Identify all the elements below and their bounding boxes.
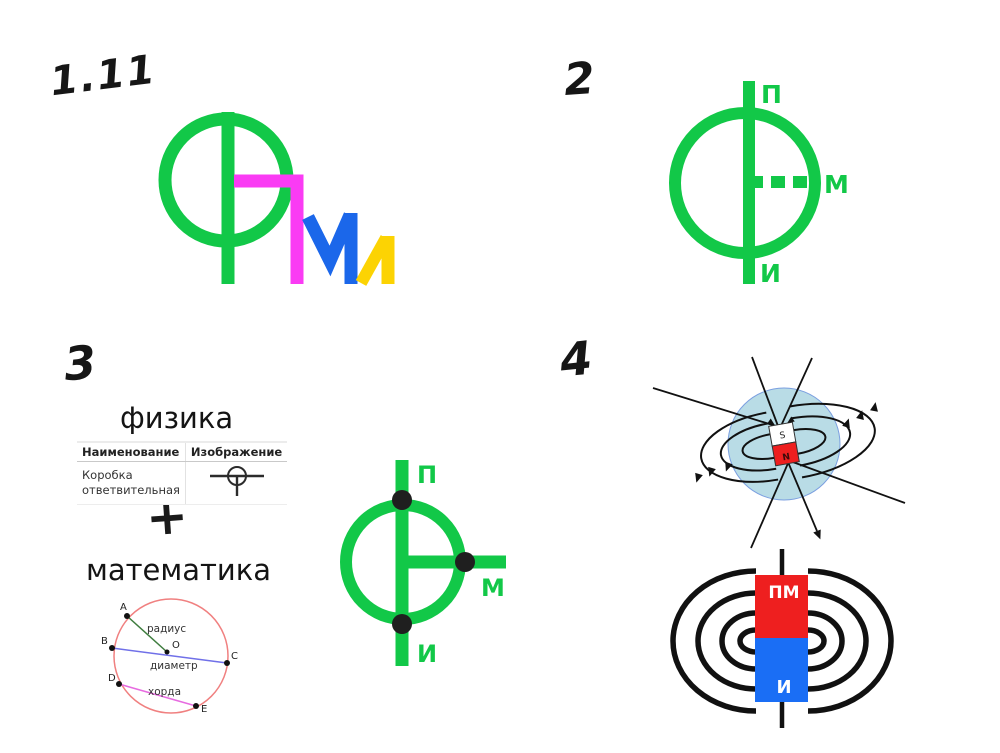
dotted-radius-dash	[771, 176, 785, 188]
point-a-label: A	[120, 602, 127, 613]
table-header-row: Наименование Изображение	[77, 442, 288, 462]
label-p: П	[761, 80, 782, 109]
magnet-top-half	[755, 575, 808, 638]
logo-pmi-dotted: П М И	[669, 80, 849, 288]
math-title: математика	[86, 553, 272, 587]
letter-m-blue-zigzag	[302, 212, 356, 277]
magnet-bottom-half	[755, 638, 808, 702]
field-loop	[787, 402, 876, 481]
logo-fmi-colored	[158, 112, 395, 286]
item-number-4: 4	[557, 330, 595, 388]
label-i: И	[760, 259, 781, 288]
physics-title: физика	[120, 401, 234, 435]
south-pole-label: S	[779, 431, 787, 442]
arrowhead	[708, 466, 716, 477]
column-header-image: Изображение	[184, 442, 288, 462]
dotted-radius-dash	[755, 176, 763, 188]
field-line	[780, 357, 813, 427]
arrowhead	[725, 461, 733, 472]
field-loop	[808, 627, 827, 655]
radius-line	[126, 615, 168, 653]
arrowhead	[842, 418, 850, 429]
item-number-2: 2	[562, 52, 597, 107]
label-m: М	[481, 574, 505, 602]
arrowhead	[813, 529, 821, 540]
magnet-bottom-label: И	[776, 677, 791, 698]
logo-pmi-solid: П М И	[340, 460, 506, 668]
point-c-label: C	[231, 651, 238, 662]
field-loop	[808, 610, 845, 672]
field-loop	[700, 409, 781, 483]
field-loop	[808, 568, 894, 714]
field-line	[789, 460, 906, 504]
point-d-dot	[116, 681, 122, 687]
geometry-circle-diagram: A B C D E O радиус диаметр хорда	[101, 598, 238, 715]
node-dot-top	[392, 490, 412, 510]
magnet-north-half	[771, 441, 800, 467]
node-dot-bottom	[392, 614, 412, 634]
label-m: М	[824, 170, 849, 199]
geometry-circle	[113, 598, 229, 714]
item-number-3: 3	[61, 334, 99, 392]
label-i: И	[417, 640, 437, 668]
point-b-dot	[109, 645, 115, 651]
radius-label: радиус	[147, 623, 186, 635]
arrowhead	[787, 416, 795, 424]
chord-label: хорда	[148, 686, 181, 698]
earth-field-diagram: S N	[652, 356, 906, 549]
dotted-radius-dash	[793, 176, 807, 188]
table-row: Коробка ответвительная	[77, 461, 288, 505]
cell-junction-box-name: Коробка ответвительная	[77, 461, 186, 505]
center-o-label: O	[172, 640, 180, 651]
center-o-dot	[164, 649, 170, 655]
dipole-group: S N	[700, 402, 876, 483]
field-loop	[695, 590, 756, 692]
column-header-name: Наименование	[77, 442, 186, 462]
point-a-dot	[124, 613, 130, 619]
field-line	[652, 387, 780, 428]
bar-magnet-diagram: ПМ И	[670, 549, 894, 728]
point-c-dot	[224, 660, 230, 666]
cell-junction-box-symbol	[184, 461, 288, 505]
diameter-line	[111, 647, 228, 664]
field-loop	[719, 610, 756, 672]
magnet-top-label: ПМ	[768, 583, 799, 603]
node-dot-right	[455, 552, 475, 572]
arrowhead	[856, 410, 864, 420]
point-e-label: E	[201, 704, 207, 715]
point-b-label: B	[101, 636, 108, 647]
point-e-dot	[193, 703, 199, 709]
symbol-legend-table: Наименование Изображение Коробка ответви…	[77, 441, 288, 505]
north-pole-label: N	[782, 452, 791, 463]
letter-m-magenta-part	[234, 174, 304, 284]
chord-line	[118, 683, 197, 707]
junction-box-symbol	[209, 466, 264, 496]
field-loop	[670, 568, 756, 714]
arrowhead	[767, 418, 775, 426]
field-line	[750, 460, 790, 549]
arrowhead	[695, 472, 703, 483]
point-d-label: D	[108, 673, 116, 684]
field-line	[751, 356, 779, 427]
label-p: П	[417, 461, 437, 489]
field-loop	[737, 627, 756, 655]
field-line	[787, 461, 818, 532]
field-loop	[808, 590, 869, 692]
arrowhead	[870, 402, 878, 412]
diameter-label: диаметр	[150, 660, 198, 672]
